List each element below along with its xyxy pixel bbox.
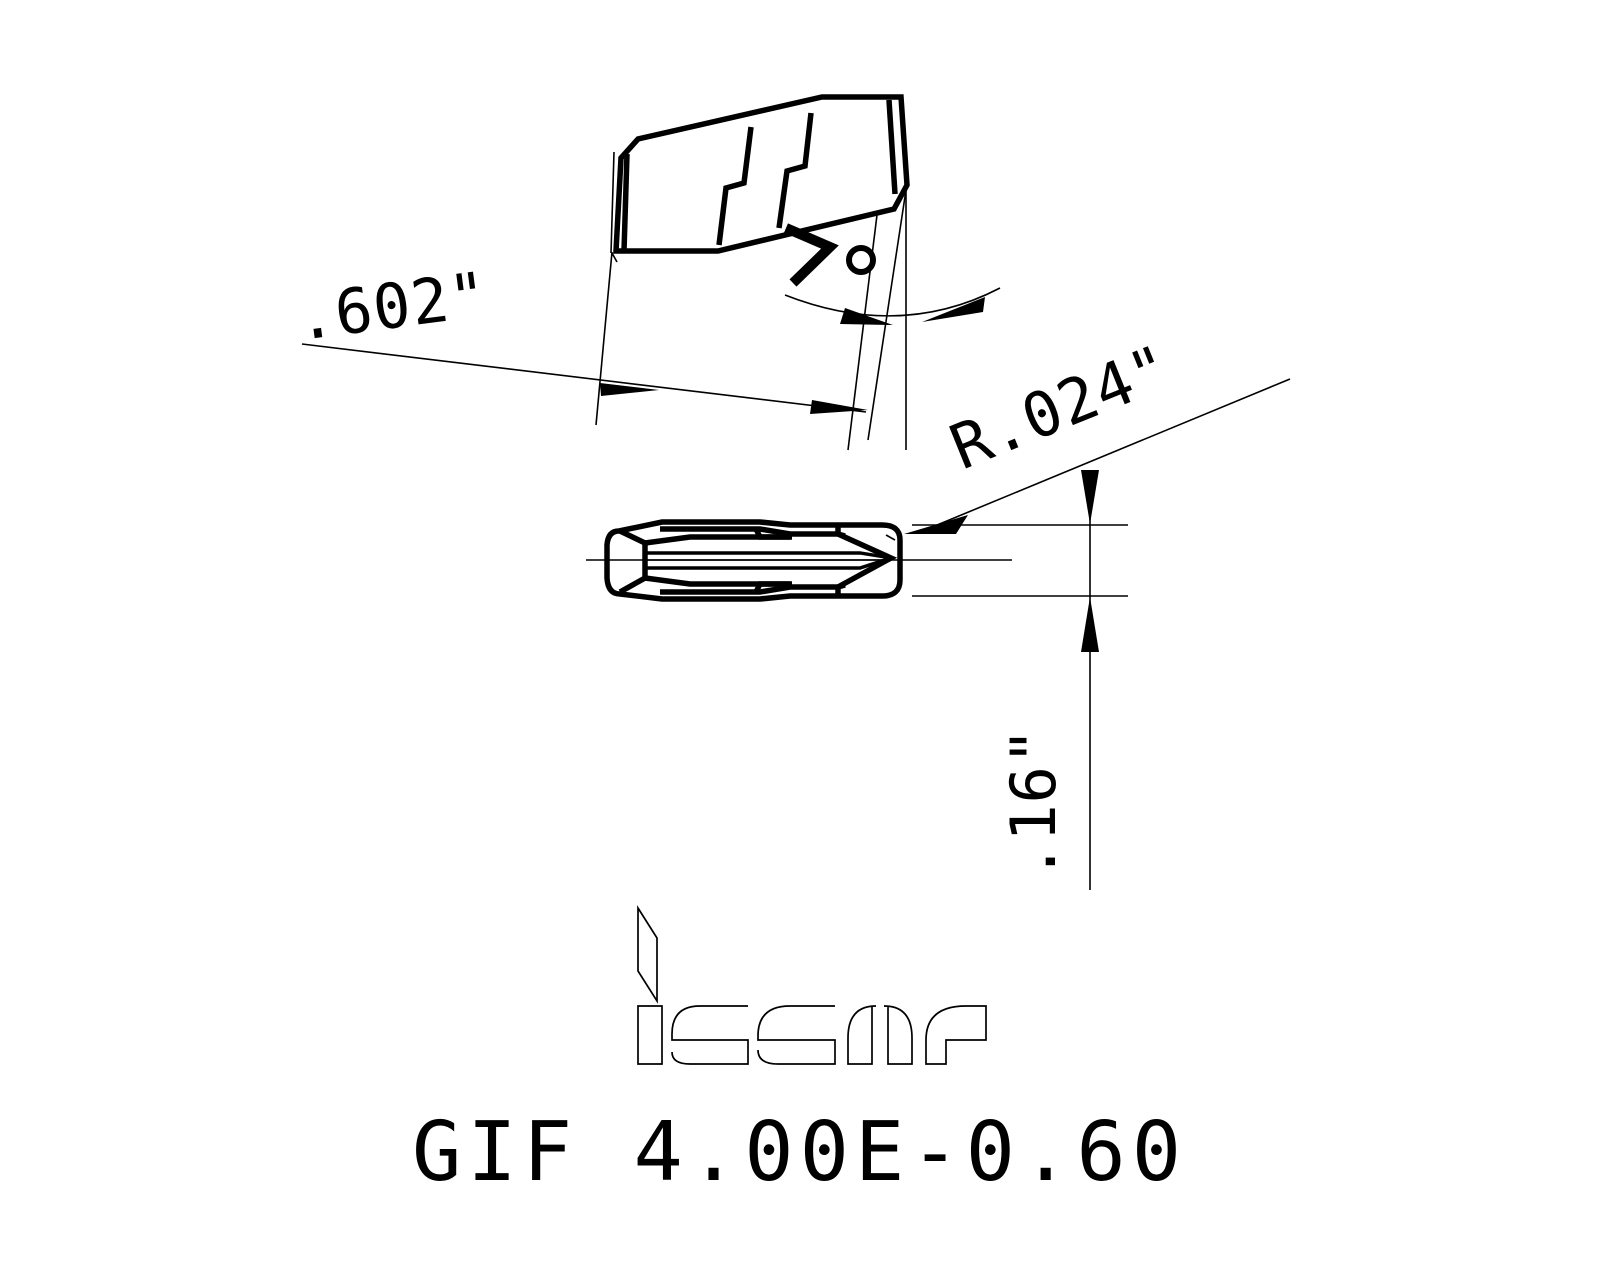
part-number-title: GIF 4.00E-0.60: [412, 1105, 1187, 1200]
insert-right-edge-outer: [900, 98, 907, 191]
degree-symbol-icon: [846, 245, 876, 275]
iscar-logo: iscar: [637, 905, 987, 1065]
insert-left-facet: [618, 528, 648, 595]
angle-value-glyph: [784, 223, 839, 287]
isometric-insert-view: [610, 94, 910, 263]
insert-notch-top: [753, 527, 792, 540]
extension-line-left: [595, 251, 613, 426]
insert-corner-tick: [611, 252, 618, 263]
logo-letter-s: [671, 1005, 749, 1065]
angle-arc: [784, 287, 1001, 317]
dimension-label-length: .602": [292, 257, 492, 354]
chipbreaker-groove-right: [776, 112, 814, 229]
dimension-line-length: [301, 343, 867, 413]
arrowhead-length-left: [600, 383, 659, 396]
insert-left-edge-inner: [621, 153, 630, 252]
insert-center-rail-bottom: [645, 556, 892, 570]
dimension-angle: 7: [784, 190, 1001, 451]
insert-bottom-inner-edge: [644, 575, 790, 587]
leader-line-radius: [924, 378, 1291, 531]
insert-center-rail-top: [645, 551, 892, 560]
insert-side-view: [586, 519, 1012, 602]
dimension-corner-radius: R.024": [904, 330, 1291, 534]
logo-letter-r: [925, 1005, 987, 1065]
arrowhead-width-bottom: [1081, 597, 1099, 652]
insert-right-edge-inner: [886, 99, 898, 195]
insert-left-edge-outer: [610, 151, 615, 254]
corner-radius-tick: [885, 534, 896, 541]
logo-letter-a: [847, 1005, 913, 1065]
insert-outer-profile: [604, 519, 903, 602]
insert-top-inner-edge: [644, 534, 790, 546]
logo-letter-i: [637, 1005, 663, 1065]
insert-notch-bottom: [753, 581, 792, 594]
dimension-label-width: .16": [997, 727, 1070, 880]
logo-letter-c: [757, 1005, 836, 1065]
chipbreaker-groove-left: [716, 126, 754, 246]
logo-i-dot: [637, 905, 658, 1004]
arrowhead-width-top: [1081, 470, 1099, 524]
dimension-width: .16": [912, 470, 1128, 890]
arrowhead-angle-right: [922, 297, 985, 322]
arrowhead-angle-left: [840, 308, 893, 325]
insert-top-face-outline: [613, 94, 910, 254]
extension-line-right: [867, 189, 907, 441]
dimension-label-radius: R.024": [940, 330, 1181, 484]
